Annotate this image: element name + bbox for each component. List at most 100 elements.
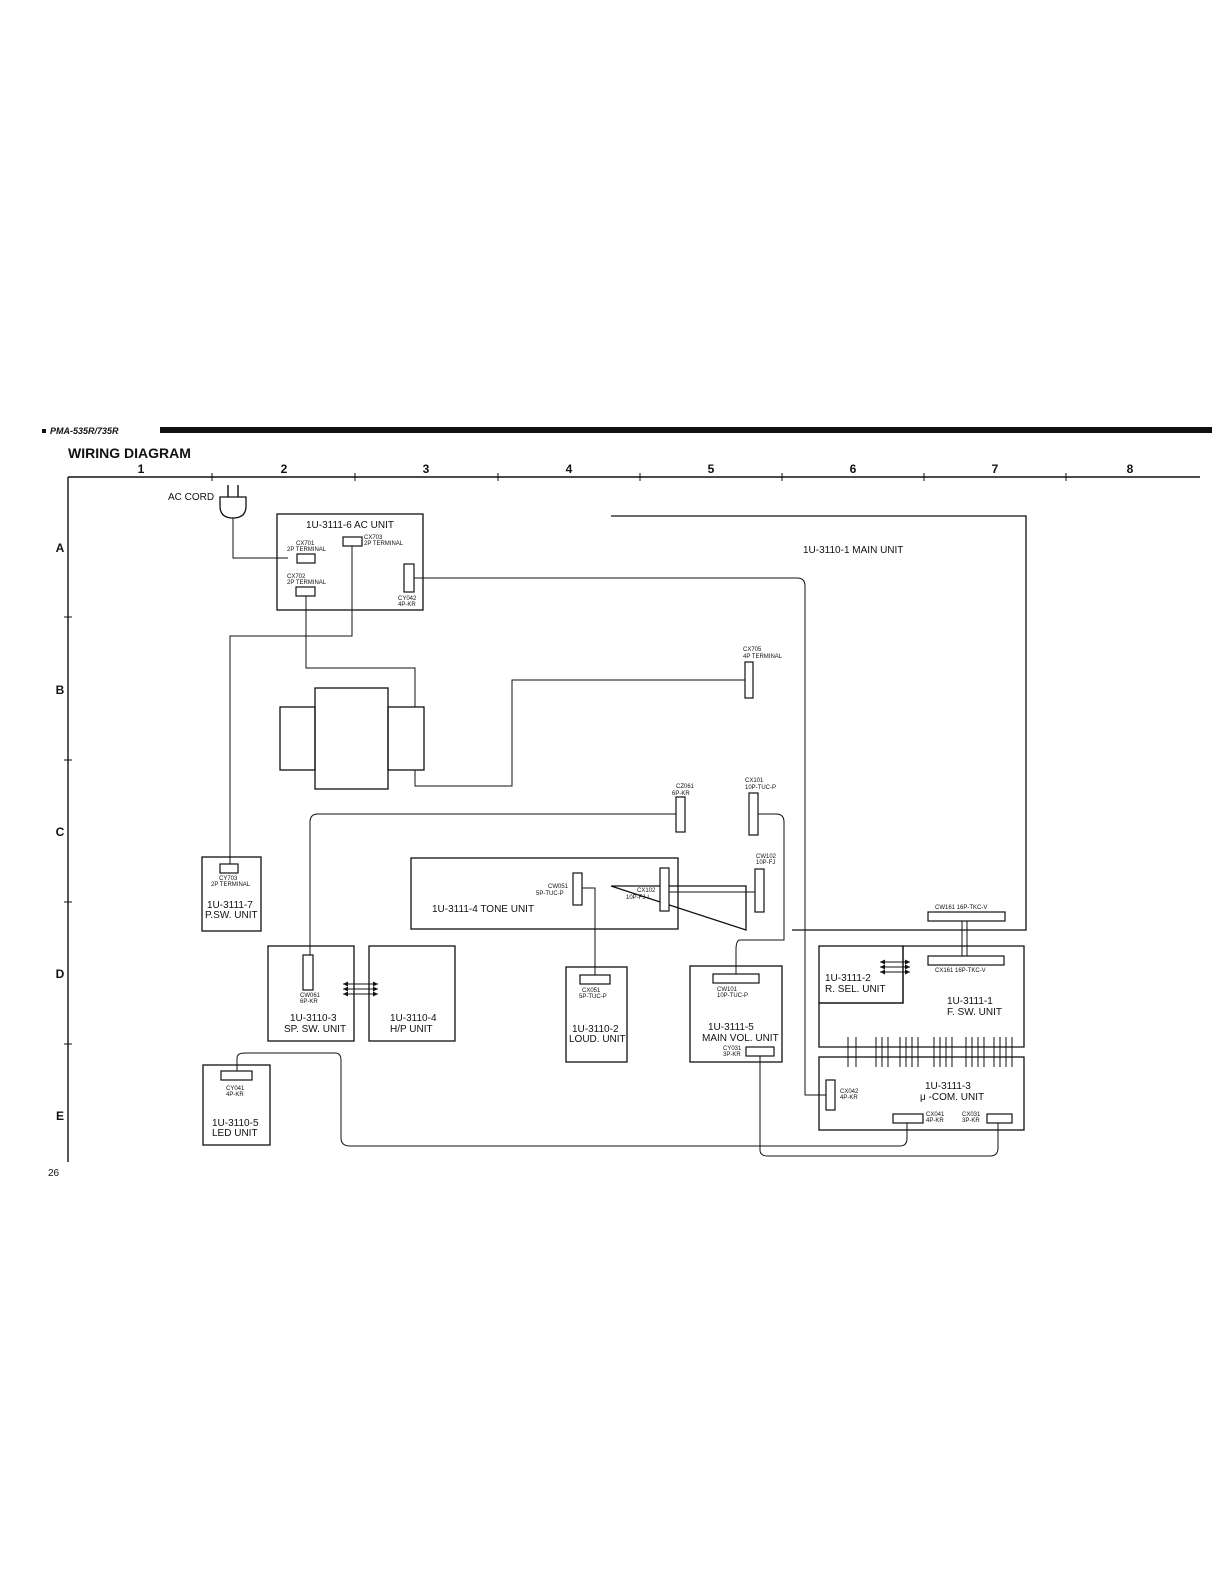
column-label-3: 3 xyxy=(423,462,430,476)
cy703-connector xyxy=(219,863,239,874)
cx703-connector xyxy=(342,536,363,547)
plug-icon xyxy=(219,485,247,519)
row-label-d: D xyxy=(56,967,65,981)
column-label-4: 4 xyxy=(566,462,573,476)
cx051-name: CX051 xyxy=(582,988,601,994)
loud-unit: CX051 5P-TUC-P 1U-3110-2 LOUD. UNIT xyxy=(565,966,628,1063)
cx042-connector xyxy=(825,1079,836,1111)
rsel-unit-label-1: 1U-3111-2 xyxy=(825,973,871,984)
ac-cord-label: AC CORD xyxy=(168,492,214,503)
page-number: 26 xyxy=(48,1168,60,1179)
row-label-b: B xyxy=(56,683,65,697)
com-unit-label-1: 1U-3111-3 xyxy=(925,1081,971,1092)
hp-unit-label-2: H/P UNIT xyxy=(390,1024,433,1035)
cx702-name: CX702 xyxy=(287,574,306,580)
loud-unit-label-2: LOUD. UNIT xyxy=(569,1034,626,1045)
column-label-6: 6 xyxy=(850,462,857,476)
diagram-title: WIRING DIAGRAM xyxy=(68,445,191,461)
cx042-type: 4P-KR xyxy=(840,1095,858,1101)
ac-cord: AC CORD xyxy=(168,485,288,559)
cx102-connector xyxy=(659,867,670,912)
mainvol-unit-label-1: 1U-3111-5 xyxy=(708,1022,754,1033)
cy041-connector xyxy=(220,1070,253,1081)
hp-unit: 1U-3110-4 H/P UNIT xyxy=(368,945,456,1042)
cx051-connector xyxy=(579,974,611,985)
row-label-e: E xyxy=(56,1109,64,1123)
main-unit-label: 1U-3110-1 MAIN UNIT xyxy=(803,545,903,556)
mainvol-unit: CW101 10P-TUC-P 1U-3111-5 MAIN VOL. UNIT… xyxy=(689,965,783,1063)
row-label-a: A xyxy=(56,541,65,555)
cw101-connector xyxy=(712,973,760,984)
power-transformer xyxy=(279,687,425,790)
spsw-hp-arrows xyxy=(343,981,378,997)
cx705-type: 4P TERMINAL xyxy=(743,654,783,660)
cw101-type: 10P-TUC-P xyxy=(717,993,748,999)
cx705-connector xyxy=(744,661,754,699)
cx051-type: 5P-TUC-P xyxy=(579,994,607,1000)
cz061-type: 6P-KR xyxy=(672,791,690,797)
ac-unit-label: 1U-3111-6 AC UNIT xyxy=(306,520,394,531)
cy042-connector xyxy=(403,563,415,593)
cx031-connector xyxy=(986,1113,1013,1124)
cw061-type: 6P-KR xyxy=(300,999,318,1005)
wire-cy041-cx041 xyxy=(236,1052,908,1147)
cy041-name: CY041 xyxy=(226,1086,245,1092)
ac-unit: 1U-3111-6 AC UNIT CX701 2P TERMINAL CX70… xyxy=(276,513,424,611)
cx102-type: 10P-FJ-L xyxy=(626,895,651,901)
wire-cy042-cx042 xyxy=(414,577,826,1096)
wire-harnesses xyxy=(229,546,999,1157)
cw061-name: CW061 xyxy=(300,993,321,999)
cw051-connector xyxy=(572,872,583,906)
wire-cw051-cx051 xyxy=(582,887,596,975)
grid-frame: 1 2 3 4 5 6 7 8 A B C D E xyxy=(56,462,1200,1162)
cy703-name: CY703 xyxy=(219,876,238,882)
cx102-name: CX102 xyxy=(637,888,656,894)
cx031-type: 3P-KR xyxy=(962,1118,980,1124)
com-unit-label-2: μ -COM. UNIT xyxy=(920,1092,984,1103)
cw161-label: CW161 16P-TKC-V xyxy=(935,905,987,911)
led-unit: CY041 4P-KR 1U-3110-5 LED UNIT xyxy=(202,1064,271,1146)
rsel-unit-label-2: R. SEL. UNIT xyxy=(825,984,886,995)
cx041-connector xyxy=(892,1113,924,1124)
spsw-unit-label-2: SP. SW. UNIT xyxy=(284,1024,346,1035)
cw051-type: 5P-TUC-P xyxy=(536,891,564,897)
cx041-type: 4P-KR xyxy=(926,1118,944,1124)
cx701-name: CX701 xyxy=(296,541,315,547)
cx701-connector xyxy=(296,553,316,564)
cw102-connector xyxy=(754,868,765,913)
cy703-type: 2P TERMINAL xyxy=(211,882,251,888)
column-label-7: 7 xyxy=(992,462,999,476)
psw-unit-label-1: 1U-3111-7 xyxy=(207,900,253,911)
wire-cx703-psw xyxy=(229,546,353,864)
header-bullet xyxy=(42,429,46,433)
cx042-name: CX042 xyxy=(840,1089,859,1095)
cy031-name: CY031 xyxy=(723,1046,742,1052)
cw161-cx161-link xyxy=(961,921,968,956)
cz061-connector xyxy=(675,796,686,833)
wire-transformer-cx705 xyxy=(414,679,745,787)
led-unit-label-1: 1U-3110-5 xyxy=(212,1118,259,1129)
cw051-name: CW051 xyxy=(548,884,569,890)
spsw-unit: CW061 6P-KR 1U-3110-3 SP. SW. UNIT xyxy=(267,945,355,1042)
cy042-type: 4P-KR xyxy=(398,602,416,608)
mainvol-unit-label-2: MAIN VOL. UNIT xyxy=(702,1033,779,1044)
cw101-name: CW101 xyxy=(717,987,738,993)
psw-unit-label-2: P.SW. UNIT xyxy=(205,910,258,921)
column-label-5: 5 xyxy=(708,462,715,476)
cw061-connector xyxy=(302,954,314,991)
cx705-name: CX705 xyxy=(743,647,762,653)
led-unit-label-2: LED UNIT xyxy=(212,1128,258,1139)
cx041-name: CX041 xyxy=(926,1112,945,1118)
cx702-type: 2P TERMINAL xyxy=(287,580,327,586)
fsw-unit xyxy=(818,945,1025,1048)
header-model: PMA-535R/735R xyxy=(50,426,119,436)
cx031-name: CX031 xyxy=(962,1112,981,1118)
rsel-fsw-units: 1U-3111-2 R. SEL. UNIT CX161 16P-TKC-V 1… xyxy=(818,945,1025,1048)
cx701-type: 2P TERMINAL xyxy=(287,547,327,553)
fsw-unit-label-2: F. SW. UNIT xyxy=(947,1007,1002,1018)
cy031-connector xyxy=(745,1046,775,1057)
cx101-name: CX101 xyxy=(745,778,764,784)
com-unit: CX042 4P-KR 1U-3111-3 μ -COM. UNIT CX041… xyxy=(818,1056,1025,1131)
fsw-unit-label-1: 1U-3111-1 xyxy=(947,996,993,1007)
